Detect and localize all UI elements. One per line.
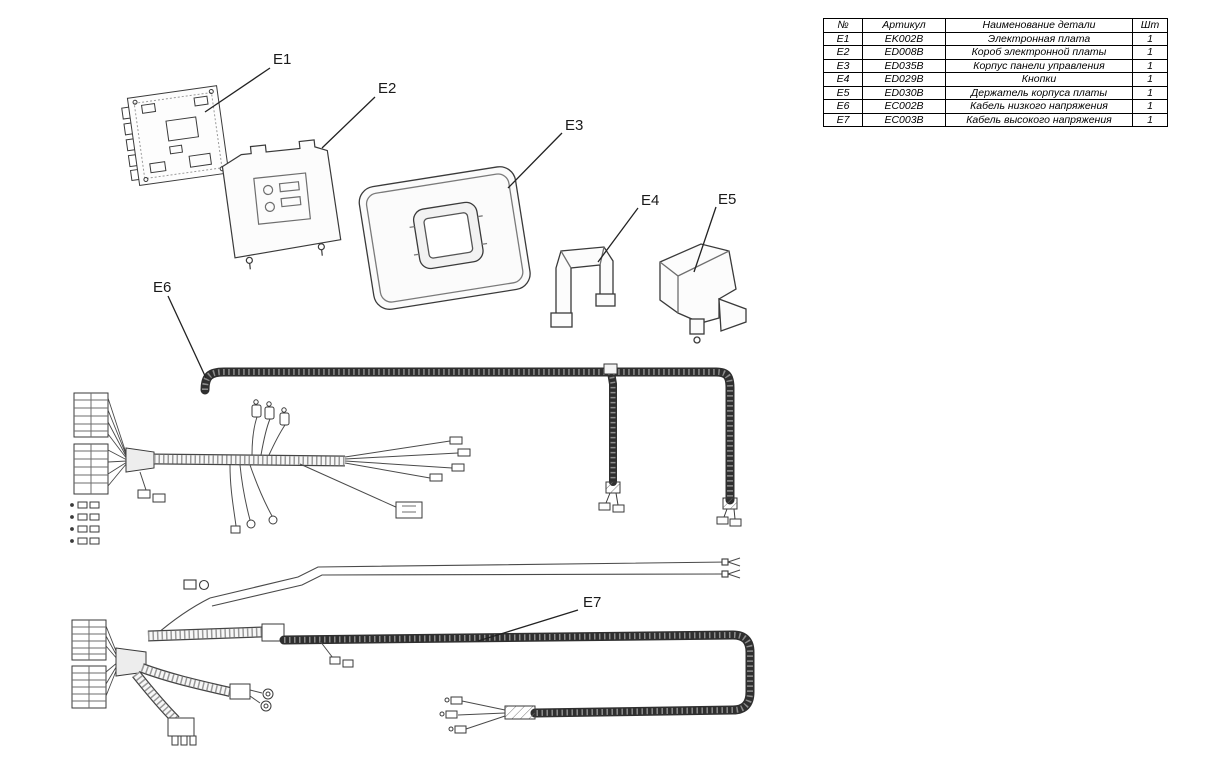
callout-e7-label: E7 (583, 594, 601, 611)
e7-branch-tube-connector (132, 670, 197, 746)
col-header-article: Артикул (862, 18, 946, 33)
cell-article: ED035B (862, 58, 946, 73)
table-row: E1 EK002B Электронная плата 1 (823, 31, 1168, 46)
callout-e4-label: E4 (641, 192, 659, 209)
cell-qty: 1 (1132, 31, 1168, 46)
part-e1-electronic-board (121, 85, 230, 186)
cell-name: Электронная плата (945, 31, 1133, 46)
cell-number: E1 (823, 31, 863, 46)
e7-branch-tube-plugs (140, 663, 274, 712)
cell-number: E5 (823, 85, 863, 100)
e6-main-connector-blocks (73, 392, 109, 495)
part-e3-control-panel-housing (358, 166, 531, 310)
e7-small-inline-connector (319, 640, 354, 668)
cell-article: EC003B (862, 112, 946, 127)
cell-qty: 1 (1132, 99, 1168, 114)
e6-dangling-connectors (137, 399, 290, 534)
part-e2-board-box (221, 139, 342, 270)
col-header-number: № (823, 18, 863, 33)
e6-corrugated-tube (153, 453, 346, 467)
part-e6-low-voltage-cable (70, 363, 742, 545)
col-header-name: Наименование детали (945, 18, 1133, 33)
e6-branch-wires-right (299, 436, 471, 519)
cell-name: Кабель высокого напряжения (945, 112, 1133, 127)
cell-qty: 1 (1132, 112, 1168, 127)
cell-article: EC002B (862, 99, 946, 114)
cell-article: ED029B (862, 72, 946, 87)
callout-e3-label: E3 (565, 117, 583, 134)
cell-qty: 1 (1132, 45, 1168, 60)
cell-name: Короб электронной платы (945, 45, 1133, 60)
cell-name: Кабель низкого напряжения (945, 99, 1133, 114)
cell-article: ED008B (862, 45, 946, 60)
e7-corrugated-tube (147, 626, 263, 642)
e7-wire-fan (105, 625, 119, 697)
part-e4-buttons (550, 246, 616, 328)
table-row: E5 ED030B Держатель корпуса платы 1 (823, 85, 1168, 100)
callout-e2-label: E2 (378, 80, 396, 97)
part-e5-board-housing-holder (659, 243, 747, 344)
table-row: E4 ED029B Кнопки 1 (823, 72, 1168, 87)
callout-e6-label: E6 (153, 279, 171, 296)
cell-name: Кнопки (945, 72, 1133, 87)
col-header-qty: Шт (1132, 18, 1168, 33)
table-row: E3 ED035B Корпус панели управления 1 (823, 58, 1168, 73)
callout-e5-label: E5 (718, 191, 736, 208)
table-row: E7 EC003B Кабель высокого напряжения 1 (823, 112, 1168, 127)
parts-table: № Артикул Наименование детали Шт E1 EK00… (823, 18, 1168, 127)
e6-cable-end-connectors (605, 481, 738, 510)
e7-cable-end-connectors (439, 696, 536, 734)
part-e7-high-voltage-cable (71, 557, 755, 746)
cell-name: Держатель корпуса платы (945, 85, 1133, 100)
parts-table-header-row: № Артикул Наименование детали Шт (823, 18, 1168, 33)
cell-qty: 1 (1132, 85, 1168, 100)
e6-small-terminal-pairs (70, 501, 100, 545)
cell-number: E2 (823, 45, 863, 60)
cell-number: E4 (823, 72, 863, 87)
e7-main-connector-blocks (71, 619, 107, 709)
cell-qty: 1 (1132, 58, 1168, 73)
table-row: E6 EC002B Кабель низкого напряжения 1 (823, 99, 1168, 114)
cell-number: E6 (823, 99, 863, 114)
cell-number: E3 (823, 58, 863, 73)
cell-number: E7 (823, 112, 863, 127)
cell-article: EK002B (862, 31, 946, 46)
cell-article: ED030B (862, 85, 946, 100)
e6-wire-fan (107, 397, 128, 487)
table-row: E2 ED008B Короб электронной платы 1 (823, 45, 1168, 60)
callout-e1-label: E1 (273, 51, 291, 68)
e7-thin-wire-pair (149, 557, 741, 641)
cell-name: Корпус панели управления (945, 58, 1133, 73)
cell-qty: 1 (1132, 72, 1168, 87)
callout-leader-lines (167, 67, 717, 642)
